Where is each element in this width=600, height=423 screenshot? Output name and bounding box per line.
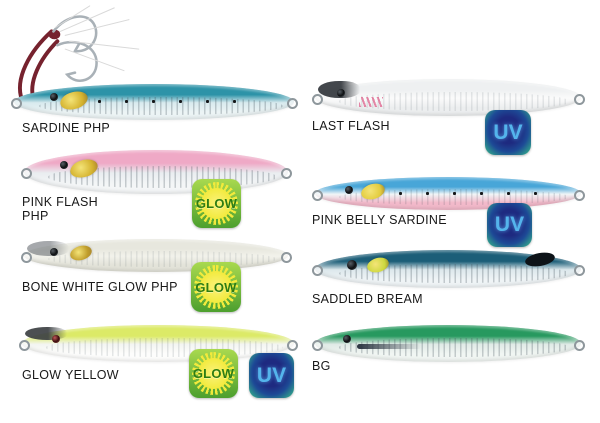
lure-label: GLOW YELLOW bbox=[22, 368, 119, 382]
split-ring-front bbox=[11, 98, 22, 110]
rib-texture bbox=[338, 263, 571, 283]
split-ring-front bbox=[312, 339, 323, 351]
sardine-dots bbox=[86, 98, 260, 106]
glow-burst-icon bbox=[195, 182, 238, 225]
lure-label: BG bbox=[312, 359, 331, 373]
glow-badge: GLOW bbox=[192, 179, 241, 228]
lure-image-last-flash bbox=[312, 79, 585, 116]
split-ring-rear bbox=[574, 265, 585, 277]
glow-badge: GLOW bbox=[189, 349, 238, 398]
lure-image-saddled-bream bbox=[312, 250, 585, 288]
lure-eye bbox=[345, 185, 353, 194]
uv-badge: UV bbox=[487, 203, 532, 247]
glow-badge-label: GLOW bbox=[195, 279, 237, 295]
split-ring-rear bbox=[287, 98, 298, 110]
uv-badge: UV bbox=[249, 353, 294, 398]
rib-texture bbox=[338, 338, 571, 357]
lure-eye bbox=[343, 334, 351, 343]
glow-burst-icon bbox=[194, 265, 238, 309]
split-ring-rear bbox=[574, 339, 585, 351]
dark-lateral-mark bbox=[357, 344, 421, 350]
lure-image-bg bbox=[312, 325, 585, 362]
lure-label: LAST FLASH bbox=[312, 119, 390, 133]
sardine-dots bbox=[387, 190, 547, 198]
glow-badge-label: GLOW bbox=[192, 366, 235, 381]
split-ring-rear bbox=[287, 339, 298, 351]
pink-mark bbox=[359, 96, 383, 107]
glow-badge: GLOW bbox=[191, 262, 241, 312]
lure-eye bbox=[52, 334, 60, 343]
split-ring-front bbox=[19, 339, 30, 351]
split-ring-rear bbox=[574, 93, 585, 105]
rib-texture bbox=[46, 338, 284, 357]
saddle-spot bbox=[524, 250, 556, 269]
split-ring-rear bbox=[281, 167, 292, 179]
lure-image-bone-white-glow-php bbox=[21, 239, 292, 272]
split-ring-rear bbox=[281, 252, 292, 264]
lure-label: PINK FLASH PHP bbox=[22, 195, 98, 224]
split-ring-front bbox=[312, 93, 323, 105]
lure-eye bbox=[337, 88, 345, 97]
split-ring-front bbox=[21, 167, 32, 179]
rib-texture bbox=[338, 92, 571, 111]
lure-label: SARDINE PHP bbox=[22, 121, 111, 135]
dark-head bbox=[27, 240, 69, 257]
split-ring-rear bbox=[574, 190, 585, 202]
lure-label: BONE WHITE GLOW PHP bbox=[22, 280, 178, 294]
uv-badge-label: UV bbox=[494, 213, 525, 236]
uv-badge: UV bbox=[485, 110, 531, 155]
uv-badge-label: UV bbox=[493, 120, 523, 144]
lure-image-pink-flash-php bbox=[21, 150, 292, 194]
split-ring-front bbox=[21, 252, 32, 264]
lure-eye bbox=[60, 161, 68, 170]
dark-head bbox=[25, 327, 67, 340]
lure-eye bbox=[50, 93, 58, 102]
glow-burst-icon bbox=[192, 352, 235, 395]
lure-label: SADDLED BREAM bbox=[312, 292, 423, 306]
split-ring-front bbox=[312, 265, 323, 277]
lure-eye bbox=[347, 259, 357, 270]
lure-image-pink-belly-sardine bbox=[312, 177, 585, 210]
glow-badge-label: GLOW bbox=[195, 196, 238, 211]
lure-image-sardine-php bbox=[11, 84, 298, 120]
uv-badge-label: UV bbox=[256, 363, 287, 387]
lure-eye bbox=[50, 247, 58, 256]
split-ring-front bbox=[312, 190, 323, 202]
lure-label: PINK BELLY SARDINE bbox=[312, 213, 447, 227]
